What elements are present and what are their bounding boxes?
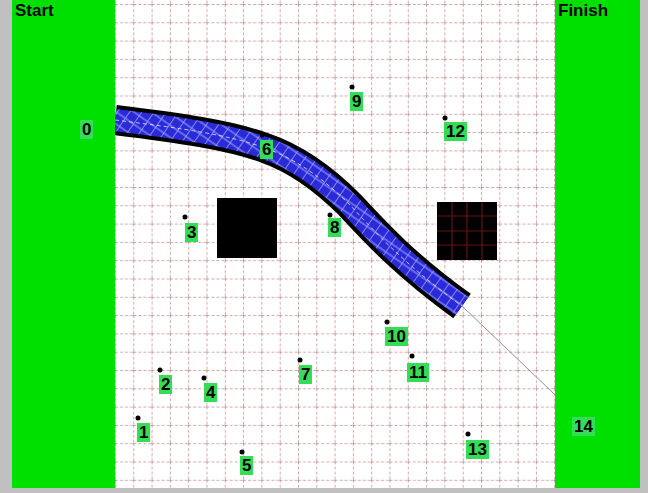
- field-ground: [115, 0, 555, 488]
- grid-obstacle: [437, 202, 497, 260]
- callout-number: 0: [80, 120, 93, 139]
- callout-number: 2: [159, 375, 172, 394]
- grid: [115, 0, 555, 488]
- callout-number: 14: [572, 417, 595, 436]
- callout-number: 6: [260, 140, 273, 159]
- callout-number: 5: [240, 456, 253, 475]
- zone-band: Start: [12, 0, 115, 488]
- waypoint-dots: [81, 85, 575, 455]
- snake-band: [115, 120, 462, 306]
- zone-title: Finish: [555, 0, 611, 22]
- callout-number: 1: [137, 423, 150, 442]
- callout-number: 12: [444, 122, 467, 141]
- callout-number: 8: [328, 218, 341, 237]
- zone-band: Finish: [555, 0, 640, 488]
- obstacle: [217, 198, 277, 258]
- callout-number: 3: [185, 223, 198, 242]
- zone-title: Start: [12, 0, 57, 22]
- callout-number: 7: [299, 365, 312, 384]
- callout-number: 13: [466, 440, 489, 459]
- callout-number: 11: [407, 363, 429, 382]
- callout-number: 4: [204, 383, 217, 402]
- callout-number: 10: [385, 327, 408, 346]
- callout-number: 9: [350, 92, 363, 111]
